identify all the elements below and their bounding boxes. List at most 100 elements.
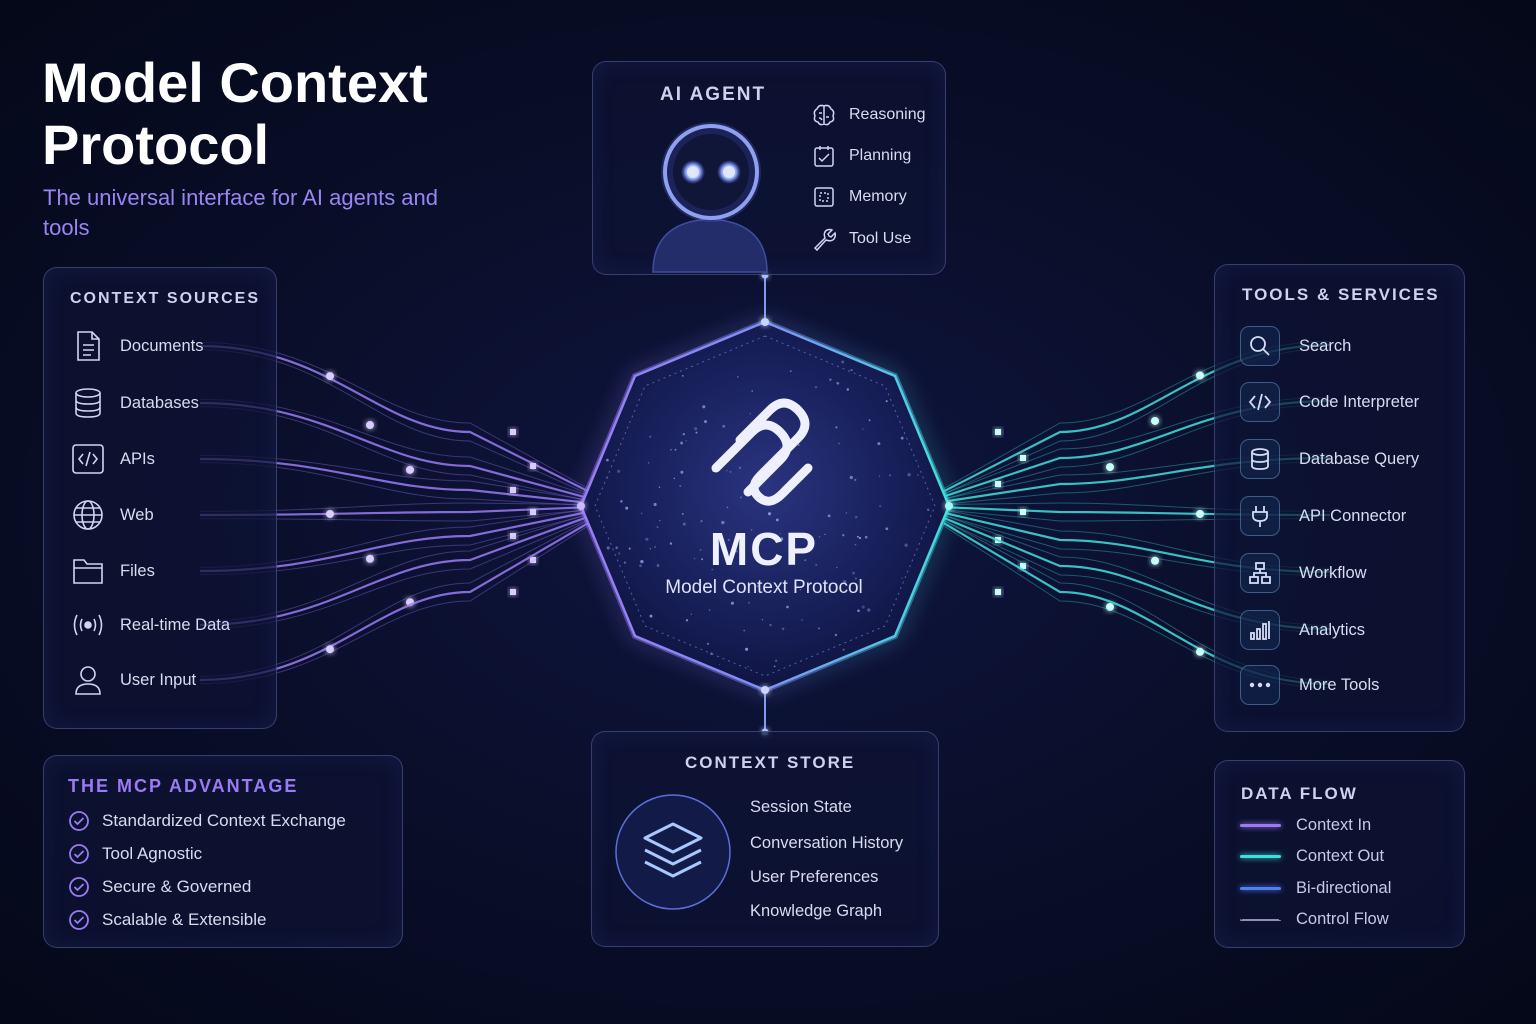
agent-capability-label: Memory (849, 188, 907, 205)
flow-particle (326, 645, 334, 654)
flow-node (510, 487, 516, 493)
hub-particle (827, 514, 831, 518)
hub-particle (857, 609, 860, 612)
store-item: Conversation History (750, 834, 904, 852)
tool-item-label: Code Interpreter (1299, 392, 1420, 411)
hub-particle (818, 535, 821, 538)
advantage-item: Standardized Context Exchange (68, 810, 346, 832)
tool-item-analytics[interactable]: Analytics (1240, 610, 1365, 650)
database-icon (1240, 439, 1280, 479)
hub-particle (901, 577, 903, 579)
hub-particle (710, 652, 713, 656)
legend-label: Control Flow (1296, 910, 1389, 928)
hub-particle (815, 563, 818, 567)
flow-node (510, 589, 516, 595)
context-sources-heading: CONTEXT SOURCES (70, 290, 261, 307)
hub-particle (681, 512, 684, 515)
source-item-label: Web (120, 505, 154, 524)
flow-particle (326, 372, 334, 381)
source-item-user-input[interactable]: User Input (71, 663, 196, 697)
search-icon (1240, 326, 1280, 366)
agent-capability-tool-use: Tool Use (811, 226, 911, 252)
hub-particle (779, 537, 784, 541)
bar-chart-icon (1240, 610, 1280, 650)
tool-item-database-query[interactable]: Database Query (1240, 439, 1419, 479)
source-item-web[interactable]: Web (71, 498, 154, 532)
hub-particle (878, 475, 881, 477)
tool-item-label: Search (1299, 336, 1352, 355)
source-item-documents[interactable]: Documents (71, 329, 203, 363)
source-item-databases[interactable]: Databases (71, 386, 199, 420)
hub-particle (799, 589, 802, 591)
flow-node (530, 463, 536, 469)
tool-item-label: API Connector (1299, 506, 1407, 525)
hub-vertex-bottom (761, 686, 769, 694)
advantage-label: Standardized Context Exchange (102, 811, 346, 830)
agent-capability-label: Planning (849, 147, 912, 164)
data-flow-legend: DATA FLOW (1214, 760, 1465, 948)
flow-node (1020, 509, 1026, 515)
more-icon (1240, 665, 1280, 705)
source-item-label: Documents (120, 336, 204, 355)
hub-particle (829, 378, 832, 381)
hub-particle (645, 537, 649, 541)
hub-particle (907, 473, 911, 477)
mcp-advantage-heading: THE MCP ADVANTAGE (68, 776, 299, 796)
hub-particle (836, 566, 838, 569)
check-circle-icon (69, 877, 89, 897)
context-sources-panel: CONTEXT SOURCES (43, 267, 277, 729)
advantage-item: Secure & Governed (68, 876, 251, 898)
hub-particle (649, 435, 652, 438)
flow-particle (366, 554, 374, 563)
legend-swatch-purple (1240, 824, 1281, 827)
tool-item-workflow[interactable]: Workflow (1240, 553, 1367, 593)
source-item-apis[interactable]: APIs (71, 442, 155, 476)
user-icon (71, 663, 105, 697)
hub-particle (843, 580, 847, 584)
flow-particle (406, 465, 414, 474)
hub-particle (640, 559, 644, 564)
tool-item-search[interactable]: Search (1240, 326, 1351, 366)
hub-particle (669, 542, 673, 545)
hub-particle (779, 446, 782, 448)
hub-particle (745, 647, 749, 651)
hub-particle (885, 400, 888, 403)
tool-item-api-connector[interactable]: API Connector (1240, 496, 1406, 536)
source-item-real-time-data[interactable]: Real-time Data (71, 608, 230, 642)
store-item: Session State (750, 798, 852, 816)
hub-particle (743, 629, 745, 632)
flow-node (530, 557, 536, 563)
flow-node (1020, 563, 1026, 569)
hub-particle (773, 665, 776, 668)
folder-icon (71, 554, 105, 588)
hub-particle (674, 448, 677, 451)
hub-particle (861, 605, 865, 609)
code-icon (1240, 382, 1280, 422)
flow-node (510, 533, 516, 539)
agent-capability-memory: Memory (811, 184, 907, 210)
hub-particle (606, 546, 610, 550)
hub-particle (620, 500, 623, 503)
hub-particle (695, 431, 698, 434)
hub-particle (769, 623, 772, 627)
mcp-logo-icon (711, 398, 813, 506)
hub-particle (729, 470, 732, 473)
brain-icon (813, 104, 835, 126)
hub-particle (653, 502, 657, 507)
advantage-item: Scalable & Extensible (68, 909, 266, 931)
hub-particle (735, 549, 738, 553)
ai-agent-panel: AI AGENT Reasoning Planning Memory (592, 61, 946, 275)
advantage-label: Secure & Governed (102, 877, 252, 896)
hub-vertex-left (577, 502, 585, 510)
hub-particle (904, 543, 908, 547)
tool-item-code-interpreter[interactable]: Code Interpreter (1240, 382, 1419, 422)
document-icon (71, 329, 105, 363)
tool-item-more-tools[interactable]: More Tools (1240, 665, 1379, 705)
hub-particle (781, 627, 785, 631)
hub-particle (649, 614, 653, 618)
source-item-files[interactable]: Files (71, 554, 155, 588)
hub-particle (736, 376, 739, 378)
data-flow-heading: DATA FLOW (1241, 784, 1358, 803)
flow-particle (1151, 556, 1159, 565)
hub-particle (836, 381, 840, 385)
